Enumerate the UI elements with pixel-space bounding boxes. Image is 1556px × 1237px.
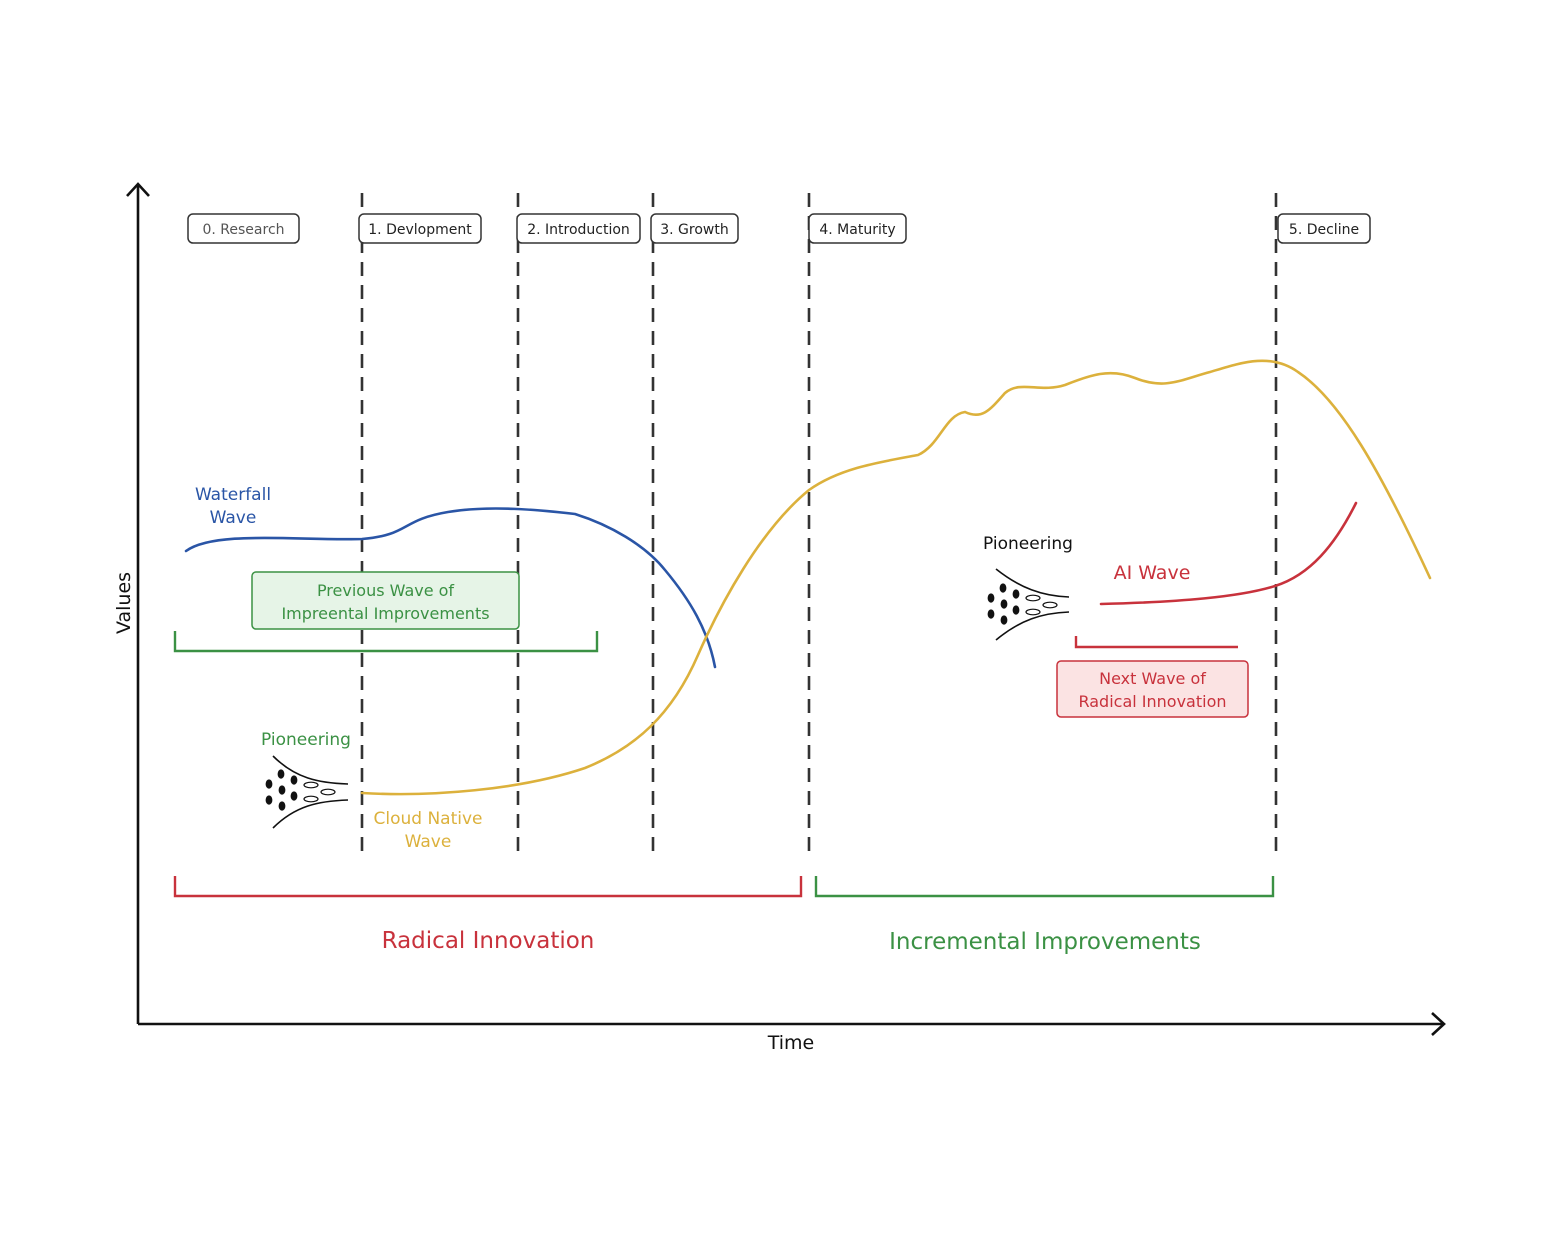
stage-research-label: 0. Research: [202, 222, 284, 238]
stage-decline-label: 5. Decline: [1289, 222, 1359, 238]
x-axis-arrowhead: [1431, 1012, 1446, 1036]
cloud-native-wave-curve: [360, 359, 1432, 796]
incremental-improvements-label: Incremental Improvements: [889, 929, 1201, 955]
radical-innovation-bracket: [173, 876, 803, 898]
stage-introduction: 2. Introduction: [516, 213, 641, 244]
stage-introduction-label: 2. Introduction: [527, 222, 630, 238]
stage-maturity-label: 4. Maturity: [819, 222, 895, 238]
stage-development: 1. Devlopment: [358, 213, 482, 244]
ai-wave-label: AI Wave: [1114, 562, 1191, 584]
next-wave-callout-line2: Radical Innovation: [1078, 692, 1226, 711]
waterfall-wave-curve: [184, 507, 717, 669]
waterfall-wave-label-line1: Waterfall: [195, 485, 271, 505]
stage-growth-label: 3. Growth: [660, 222, 728, 238]
pioneering-funnel-icon-left: [265, 755, 349, 829]
pioneering-label-left: Pioneering: [261, 730, 351, 750]
cloud-native-wave-label-line1: Cloud Native: [373, 809, 482, 829]
radical-innovation-label: Radical Innovation: [382, 928, 595, 954]
incremental-improvements-bracket: [814, 876, 1275, 898]
stage-maturity: 4. Maturity: [808, 213, 907, 244]
y-axis-label: Values: [113, 572, 135, 634]
previous-wave-bracket: [173, 631, 599, 653]
stage-growth: 3. Growth: [650, 213, 739, 244]
stage-development-label: 1. Devlopment: [368, 222, 472, 238]
stage-decline: 5. Decline: [1277, 213, 1371, 244]
previous-wave-callout-line1: Previous Wave of: [317, 581, 454, 600]
stage-research: 0. Research: [187, 213, 300, 244]
y-axis-arrowhead: [126, 182, 150, 197]
ai-wave-curve: [1099, 501, 1358, 606]
pioneering-funnel-icon-right: [987, 568, 1070, 641]
cloud-native-wave-label-line2: Wave: [405, 832, 452, 852]
next-wave-callout: Next Wave of Radical Innovation: [1056, 660, 1249, 718]
next-wave-callout-line1: Next Wave of: [1099, 669, 1206, 688]
next-wave-bracket: [1074, 636, 1238, 649]
x-axis-label: Time: [767, 1032, 815, 1054]
pioneering-label-right: Pioneering: [983, 534, 1073, 554]
previous-wave-callout: Previous Wave of Impreental Improvements: [251, 571, 520, 630]
previous-wave-callout-line2: Impreental Improvements: [281, 604, 489, 623]
waterfall-wave-label-line2: Wave: [210, 508, 257, 528]
